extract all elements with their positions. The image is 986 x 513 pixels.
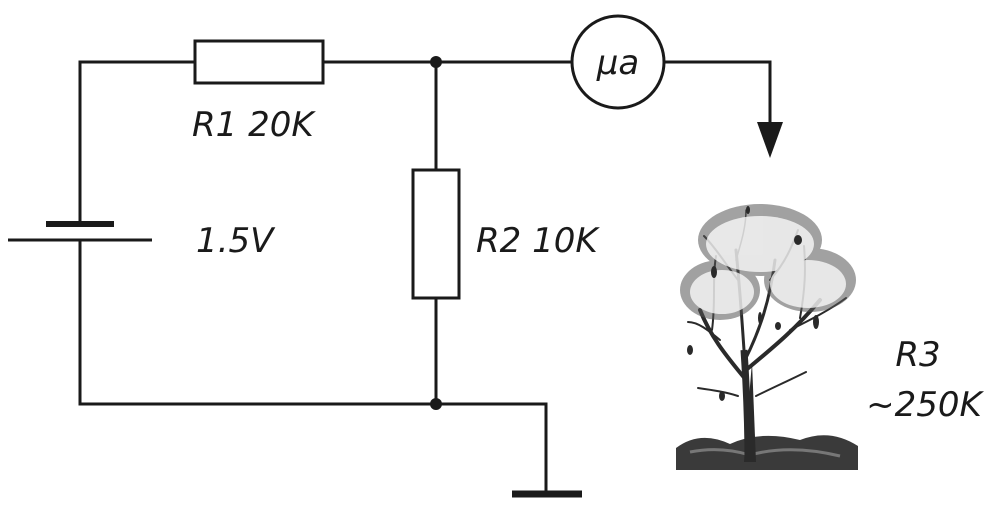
junction-top [430,56,442,68]
r1-label: R1 20K [192,105,316,145]
battery-label: 1.5V [196,221,276,261]
r3-label-line1: R3 [895,335,940,375]
down-arrow-icon [757,122,783,158]
wires [78,60,772,492]
battery-symbol [8,221,152,242]
microammeter [570,14,666,110]
resistor-r2 [411,168,461,300]
junction-bottom [430,398,442,410]
resistor-r1 [193,39,325,85]
r3-label-line2: ~250K [866,385,984,425]
r2-label: R2 10K [476,221,600,261]
wire-top-right [662,60,772,132]
wire-bottom [78,402,548,492]
meter-label: μa [596,43,639,83]
tree-icon [676,204,858,470]
